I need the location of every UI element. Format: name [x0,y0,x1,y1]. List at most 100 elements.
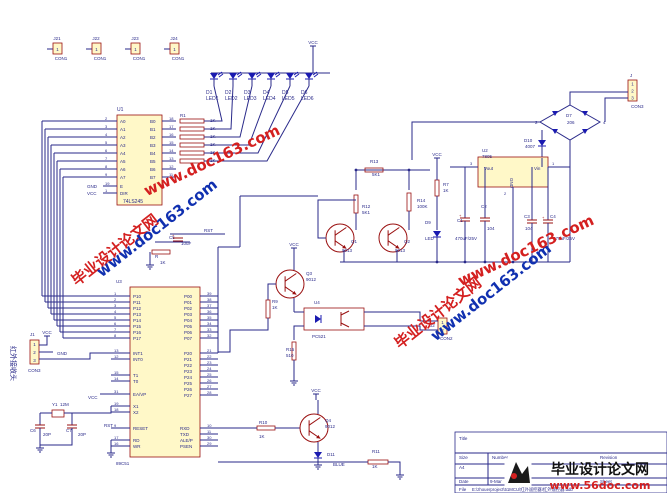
u1-pin-name: A7 [120,175,126,180]
u3-pin-name: P07 [184,336,193,341]
j1-pin-num: 2 [33,350,36,355]
r14 [406,192,412,212]
d11-value: BLUE [333,462,345,467]
u4-body [303,307,365,331]
u3-pin-num: 17 [114,435,119,440]
u1-pin-name: B7 [150,175,156,180]
u3-pin-name: INT0 [133,357,143,362]
led-4-ray [274,71,280,76]
wire [364,311,438,322]
gnd-label: GND [57,351,68,356]
rst-resistor [151,249,171,255]
u1-pin-num: 16 [169,132,174,137]
junction-dot [483,260,487,264]
u3-pin-num: 39 [207,291,212,296]
j1-ref: J1 [30,332,35,337]
wire [388,461,401,472]
header-pin: 1 [56,47,59,52]
led-ref: D4 [263,90,270,96]
c5-plus: + [172,233,175,238]
vcc-label: VCC [289,242,299,247]
q2-body [378,223,408,253]
cap-value: 104 [525,226,533,231]
u3-pin-name: P06 [184,330,193,335]
u3-pin-name: P16 [133,330,142,335]
q2-ref: Q2 [404,239,411,244]
q4-part: 9012 [325,424,336,429]
u1-pin-num: 19 [105,181,110,186]
r10-ref: R10 [259,420,268,425]
u3-pin-num: 12 [114,354,119,359]
u3-pin-num: 8 [114,333,117,338]
c5-ref: C5 [169,235,175,240]
title-block-number: Number [492,455,509,460]
u3-pin-num: 23 [207,360,212,365]
r11-ref: R11 [372,449,380,454]
vcc-label: VCC [42,330,52,335]
led-name: LED4 [263,96,276,102]
u3-pin-name: P12 [133,306,142,311]
j2-pin-num: 2 [441,328,444,333]
u3-pin-name: PSEN [180,444,192,449]
r11 [367,459,389,465]
u4-led-triangle [315,315,321,323]
wire [204,85,223,122]
r13 [364,167,384,173]
r10-value: 1K [259,434,265,439]
u3-pin-num: 7 [114,327,117,332]
u1-pin-num: 14 [169,148,174,153]
led-ref: D2 [225,90,232,96]
u3-ref: U3 [116,279,122,284]
u3-pin-name: P17 [133,336,142,341]
wire [39,352,111,360]
u3-pin-name: P11 [133,300,141,305]
u1-pin-num: 2 [105,116,108,121]
wire [604,97,628,122]
u1-pin-name: B0 [150,119,156,124]
header-name: CON1 [172,56,185,61]
led-3-ray [256,73,262,78]
cap-value: 470uF/25V [553,236,575,241]
u1-pin-name: A4 [120,151,126,156]
r7 [434,179,440,197]
vcc-label: VCC [311,388,321,393]
led-resistor [179,118,205,124]
u3-pin-num: 22 [207,354,212,359]
u1-pin-num: 11 [169,172,174,177]
j-top-pin-num: 3 [631,95,634,100]
led-5-ray [293,71,299,76]
led-4-ray [275,73,281,78]
led-5-ray [294,73,300,78]
u4-photo [340,310,350,316]
j1-pin-num: 1 [33,342,36,347]
u3-pin-name: P21 [184,357,193,362]
r11-value: 1K [372,464,378,469]
u4-photo [340,322,350,328]
wire [364,325,438,331]
led-2-ray [236,71,242,76]
rst-label: RST [104,423,113,428]
led-name: LED5 [282,96,295,102]
cap-value: 470uF/25V [455,236,477,241]
header-ref: J23 [131,36,139,41]
d11-triangle [314,452,322,458]
u1-pin-num: 12 [169,164,174,169]
j-top-name: CON3 [631,104,644,109]
led-resistor [179,142,205,148]
u3-body [129,286,201,458]
cap-1-plus: + [459,213,462,218]
y1-value: 12M [60,402,69,407]
u3-pin-num: 33 [207,327,212,332]
led-name: LED2 [225,96,238,102]
u3-pin-name: ALE/P [180,438,193,443]
led-3-ray [255,71,261,76]
u3-pin-name: P03 [184,312,193,317]
u1-pin-num: 9 [105,172,108,177]
u2-ref: U2 [482,148,488,153]
led-name: LED3 [244,96,257,102]
j-top-ref: J [630,73,632,78]
q4-collector [308,417,321,426]
u1-pin-name: B2 [150,135,156,140]
title-block-sheet: Sheet [600,479,613,484]
u1-pin-num: 17 [169,124,174,129]
